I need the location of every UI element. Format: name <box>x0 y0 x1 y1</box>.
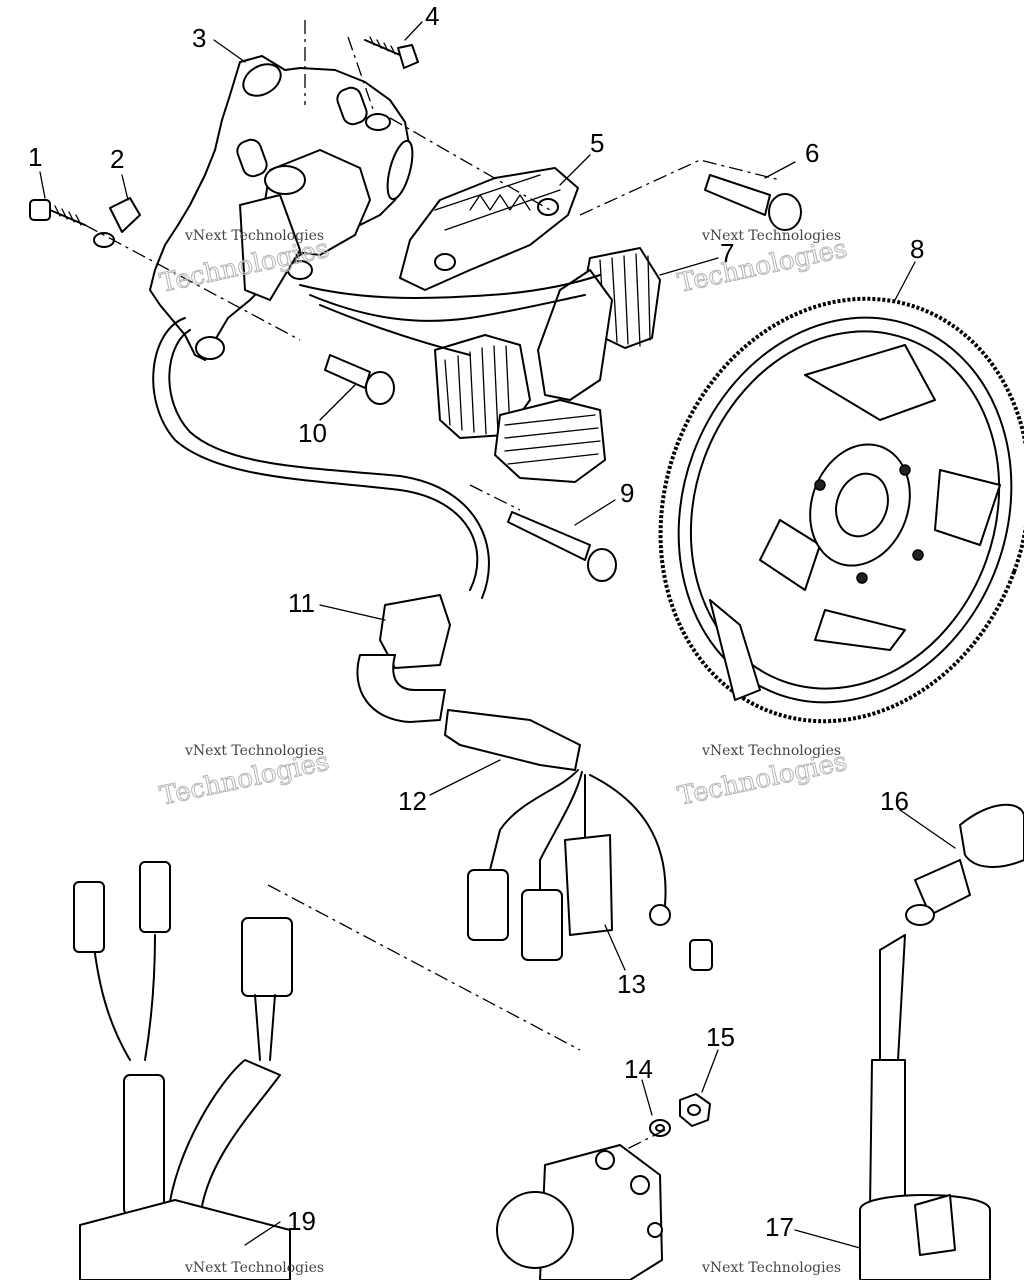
wiring-harness <box>152 317 581 771</box>
callout-10: 10 <box>298 418 327 448</box>
callout-1: 1 <box>28 142 42 172</box>
svg-text:vNext Technologies: vNext Technologies <box>184 743 324 759</box>
callout-16: 16 <box>880 786 909 816</box>
harness-connectors <box>467 769 713 971</box>
watermark-top-right: vNext Technologies Technologies <box>675 228 851 299</box>
starter-solenoid <box>496 1144 663 1280</box>
watermark-bottom-left: vNext Technologies <box>184 1260 324 1276</box>
screw-6 <box>704 174 802 231</box>
svg-text:vNext Technologies: vNext Technologies <box>701 1260 841 1276</box>
callout-7: 7 <box>720 238 734 268</box>
stator-plate <box>149 55 414 361</box>
clamp-2 <box>93 197 141 248</box>
watermark-middle-right: vNext Technologies Technologies <box>675 743 851 812</box>
washer-14 <box>649 1119 671 1137</box>
cdi-module <box>399 167 579 291</box>
callout-11: 11 <box>288 588 315 618</box>
callout-17: 17 <box>765 1212 794 1242</box>
assembly-lines <box>84 20 781 1151</box>
regulator-unit <box>73 861 293 1280</box>
screw-4 <box>364 36 419 69</box>
callout-6: 6 <box>805 138 819 168</box>
callout-8: 8 <box>910 234 924 264</box>
callout-9: 9 <box>620 478 634 508</box>
bolt-1 <box>29 199 86 226</box>
svg-text:vNext Technologies: vNext Technologies <box>184 228 324 244</box>
svg-text:vNext Technologies: vNext Technologies <box>701 228 841 244</box>
svg-text:vNext Technologies: vNext Technologies <box>701 743 841 759</box>
callout-5: 5 <box>590 128 604 158</box>
callout-12: 12 <box>398 786 427 816</box>
nut-15 <box>679 1093 711 1127</box>
callout-3: 3 <box>192 23 206 53</box>
stator-wires <box>299 274 601 356</box>
callout-15: 15 <box>706 1022 735 1052</box>
screw-9 <box>507 511 617 582</box>
callout-14: 14 <box>624 1054 653 1084</box>
watermark-middle-left: vNext Technologies Technologies <box>157 743 333 812</box>
callout-4: 4 <box>425 1 439 31</box>
ignition-coil <box>859 803 1024 1280</box>
callout-13: 13 <box>617 969 646 999</box>
watermark-bottom-right: vNext Technologies <box>701 1260 841 1276</box>
screw-10 <box>324 354 395 405</box>
callout-leaders <box>39 21 956 1249</box>
svg-text:vNext Technologies: vNext Technologies <box>184 1260 324 1276</box>
callout-2: 2 <box>110 144 124 174</box>
callout-19: 19 <box>287 1206 316 1236</box>
callout-numbers: 1 2 3 4 5 6 7 8 9 10 11 12 13 14 15 16 1… <box>28 1 924 1242</box>
stator-coils <box>434 247 661 483</box>
flywheel <box>658 296 1024 724</box>
